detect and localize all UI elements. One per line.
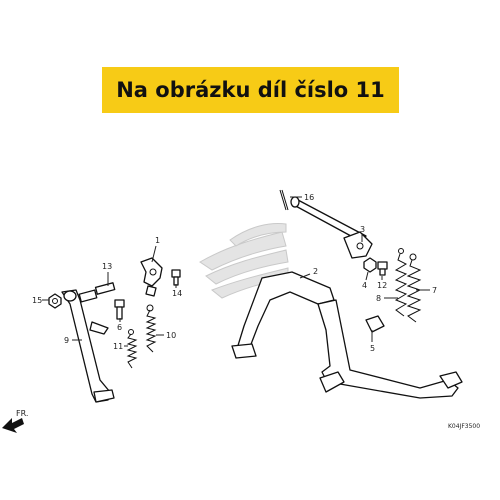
callout-4: 4 [362, 281, 367, 290]
part-4-nut [363, 257, 377, 273]
callout-7: 7 [432, 286, 437, 295]
brand-watermark [199, 223, 289, 299]
callout-2: 2 [313, 267, 318, 276]
callout-8: 8 [376, 294, 381, 303]
part-1-bracket [140, 257, 163, 297]
callout-12: 12 [377, 281, 387, 290]
part-9-side-stand [61, 289, 115, 403]
part-6-bolt [114, 299, 125, 320]
part-number-banner: Na obrázku díl číslo 11 [102, 67, 399, 113]
part-10-spring [145, 304, 157, 353]
callout-13: 13 [102, 262, 112, 271]
part-5-stopper [365, 315, 385, 333]
part-8-spring [394, 248, 408, 317]
part-11-spring [126, 329, 138, 369]
arrow-icon [2, 418, 24, 433]
part-16-pin [279, 189, 289, 211]
callout-10: 10 [166, 331, 176, 340]
part-12-bolt [377, 261, 388, 276]
callout-5: 5 [370, 344, 375, 353]
part-2-main-stand [231, 271, 463, 399]
part-7-spring [406, 253, 422, 323]
callout-16: 16 [304, 193, 314, 202]
part-13-bolt [78, 282, 116, 303]
callout-6: 6 [117, 323, 122, 332]
callout-9: 9 [64, 336, 69, 345]
front-direction-arrow: FR. [2, 409, 28, 433]
leader-lines [42, 196, 430, 347]
callout-15: 15 [32, 296, 42, 305]
direction-label: FR. [16, 409, 28, 418]
callout-14: 14 [172, 289, 182, 298]
callout-1: 1 [155, 236, 160, 245]
diagram-code: K04JF3500 [448, 423, 480, 430]
part-15-nut [48, 293, 62, 309]
callout-11: 11 [113, 342, 123, 351]
part-14-bolt [171, 269, 181, 286]
callout-3: 3 [360, 225, 365, 234]
part-3-shaft [290, 196, 373, 259]
callout-labels: 1 2 3 4 5 6 7 8 9 10 11 12 13 14 15 16 [32, 193, 437, 353]
